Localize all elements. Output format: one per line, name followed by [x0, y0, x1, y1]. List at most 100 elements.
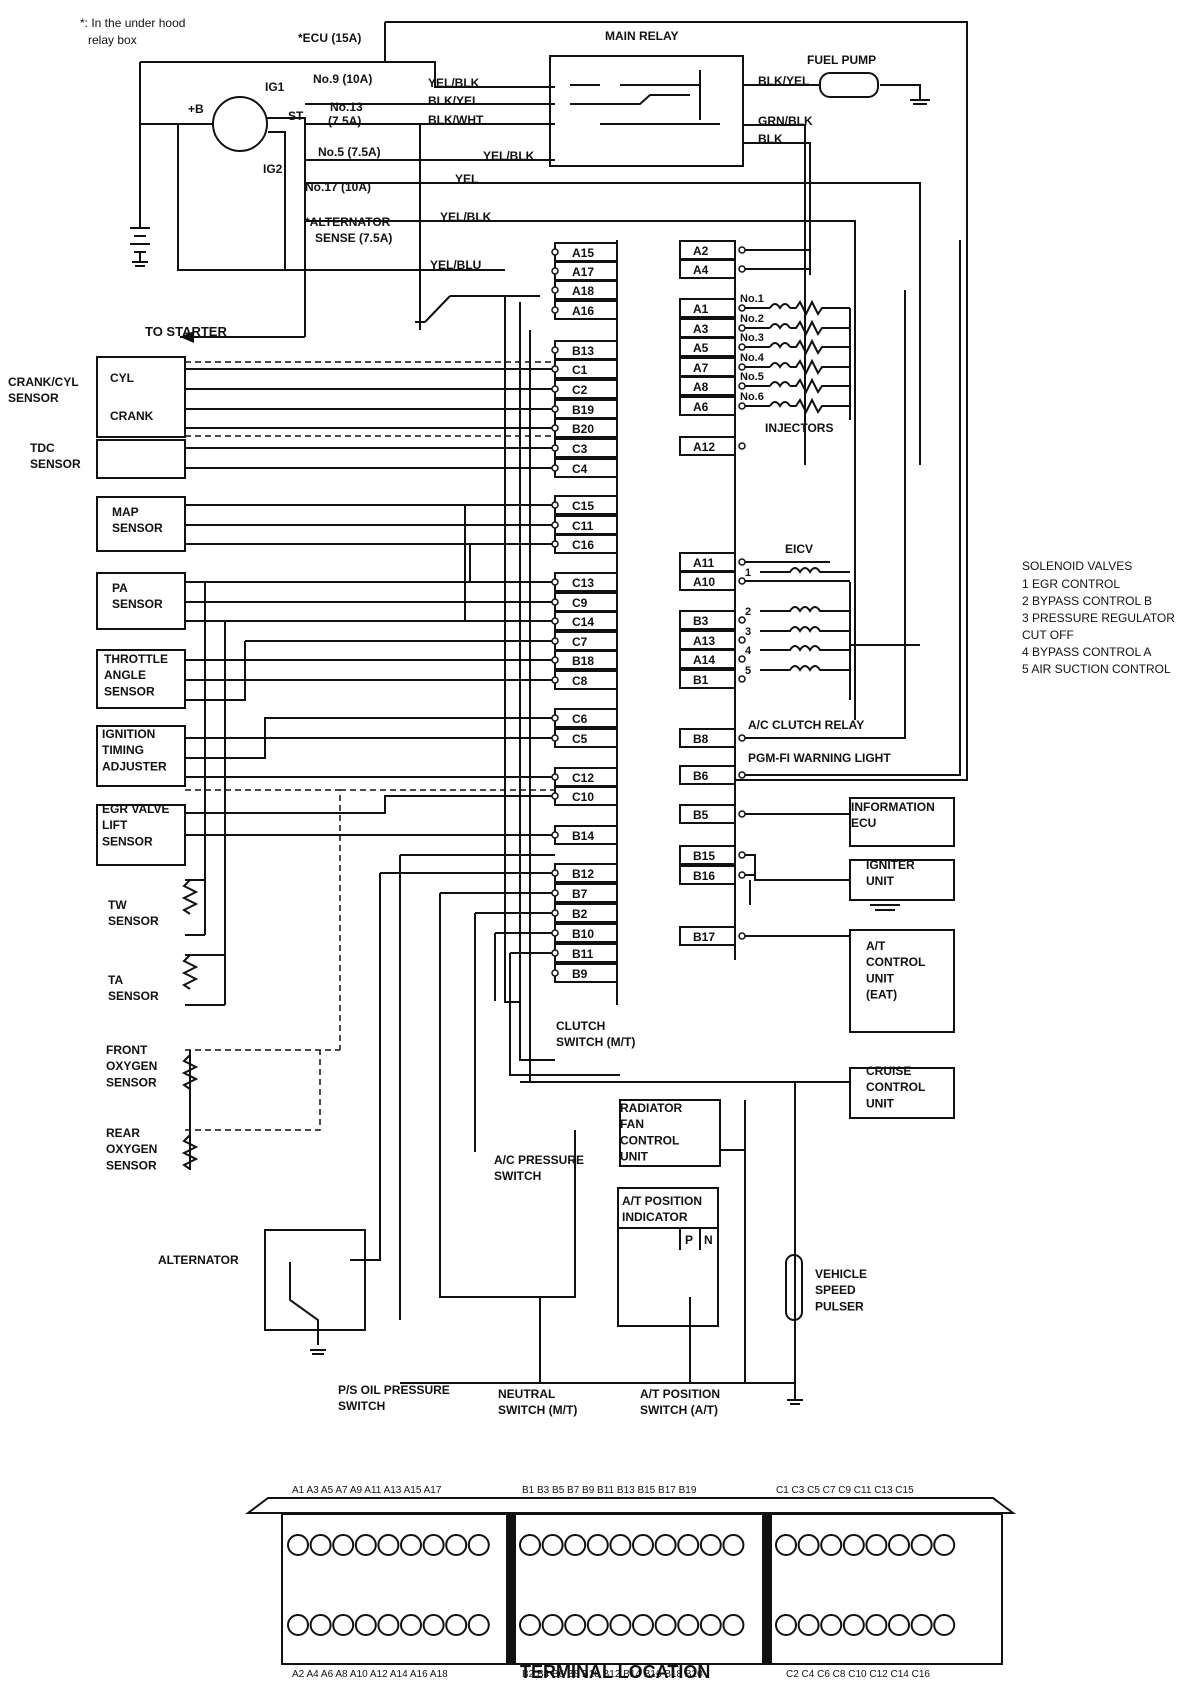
terminal-hole — [400, 1534, 422, 1556]
pin-terminal — [551, 306, 559, 314]
ecu-pin-label: A12 — [693, 440, 715, 454]
pin-terminal — [551, 578, 559, 586]
component-label: UNIT — [866, 874, 895, 888]
component-label: SENSOR — [106, 1075, 157, 1089]
component-label: EGR VALVE — [102, 802, 170, 816]
terminal-hole — [609, 1614, 632, 1636]
ecu-pin-label: C8 — [572, 674, 588, 688]
at-position-indicator-box — [617, 1187, 719, 1327]
fuse-label: No.13 — [330, 100, 363, 114]
pin-terminal — [551, 385, 559, 393]
ecu-pin-label: B3 — [693, 614, 709, 628]
injector-label: No.6 — [740, 391, 764, 403]
ecu-pin-label: C4 — [572, 462, 588, 476]
terminal-hole — [933, 1534, 956, 1556]
terminal-hole — [632, 1534, 654, 1556]
component-label: TW — [108, 898, 127, 912]
pin-terminal — [738, 871, 746, 879]
ecu-pin-label: B10 — [572, 927, 594, 941]
ecu-pin-box — [679, 337, 736, 357]
terminal-hole — [287, 1614, 309, 1636]
pin-terminal — [551, 656, 559, 664]
injector-coil-icon — [769, 303, 791, 310]
terminal-hole — [888, 1614, 910, 1636]
pin-terminal — [738, 402, 746, 410]
pin-terminal — [551, 734, 559, 742]
ecu-pin-label: A3 — [693, 322, 709, 336]
pin-terminal — [551, 831, 559, 839]
switch-label: P/S OIL PRESSURE — [338, 1383, 450, 1397]
terminal-hole — [377, 1534, 400, 1556]
terminal-connector-outline — [281, 1513, 1003, 1665]
fuse-label: No.5 (7.5A) — [318, 145, 381, 159]
diagram-labels: *ECU (15A)No.9 (10A)No.13(7.5A)No.5 (7.5… — [8, 31, 935, 1417]
st-label: ST — [288, 109, 304, 123]
ignition-switch — [212, 96, 268, 152]
fuse-label: *ECU (15A) — [298, 31, 361, 45]
switch-label: SWITCH — [494, 1169, 541, 1183]
pin-terminal — [551, 521, 559, 529]
component-label: SENSOR — [106, 1158, 157, 1172]
terminal-hole — [632, 1614, 654, 1636]
component-label: FAN — [620, 1117, 644, 1131]
wire-color-label: YEL/BLK — [440, 210, 492, 224]
plus-b-label: +B — [188, 102, 204, 116]
wire-color-label: BLK/YEL — [758, 74, 809, 88]
injector-label: No.5 — [740, 371, 764, 383]
component-label: CONTROL — [866, 1080, 925, 1094]
terminal-hole — [519, 1534, 541, 1556]
pin-terminal — [551, 889, 559, 897]
terminal-hole — [842, 1614, 865, 1636]
terminal-hole — [654, 1614, 677, 1636]
wire-color-label: YEL/BLK — [483, 149, 535, 163]
terminal-hole — [309, 1614, 332, 1636]
component-label: ANGLE — [104, 668, 146, 682]
component-label: ADJUSTER — [102, 759, 167, 773]
ecu-left-pin-column: A15A17A18A16B13C1C2B19B20C3C4C15C11C16C1… — [551, 242, 618, 983]
terminal-hole — [722, 1534, 745, 1556]
wiring-lines — [96, 21, 1016, 1665]
ecu-pin-box — [679, 396, 736, 416]
pin-terminal — [551, 365, 559, 373]
injector-coil-icon — [769, 381, 791, 388]
ecu-pin-label: A13 — [693, 634, 715, 648]
ecu-pin-label: C12 — [572, 771, 594, 785]
pin-terminal — [551, 869, 559, 877]
terminal-hole — [722, 1614, 745, 1636]
ecu-pin-label: A15 — [572, 246, 594, 260]
solenoid-coil-icon — [760, 567, 850, 574]
component-label: IGNITER — [866, 858, 915, 872]
ecu-pin-label: B20 — [572, 422, 594, 436]
terminal-hole — [933, 1614, 956, 1636]
terminal-hole — [677, 1614, 700, 1636]
terminal-hole — [332, 1614, 355, 1636]
wire-color-label: BLK/WHT — [428, 113, 484, 127]
note-under-hood-line2: relay box — [88, 33, 137, 47]
pin-terminal — [551, 637, 559, 645]
pin-terminal — [551, 909, 559, 917]
component-label: CRUISE — [866, 1064, 911, 1078]
wire-color-label: YEL/BLK — [428, 76, 480, 90]
ecu-pin-box — [679, 804, 736, 824]
component-label: UNIT — [866, 1096, 895, 1110]
terminal-hole — [699, 1534, 722, 1556]
solenoid-legend-item: CUT OFF — [1022, 628, 1074, 642]
injector-coil-icon — [769, 342, 791, 349]
pin-terminal — [551, 540, 559, 548]
switch-label: SWITCH (M/T) — [556, 1035, 635, 1049]
ecu-pin-box — [679, 610, 736, 630]
wire-color-label: YEL — [455, 172, 478, 186]
component-label: INFORMATION — [851, 800, 935, 814]
terminal-hole — [445, 1534, 468, 1556]
tw-sensor-thermistor-icon — [181, 879, 199, 915]
component-label: SENSOR — [108, 989, 159, 1003]
terminal-hole — [609, 1534, 632, 1556]
fuse-label: SENSE (7.5A) — [315, 231, 392, 245]
terminal-hole — [541, 1614, 564, 1636]
wire-color-label: BLK/YEL — [428, 94, 479, 108]
pin-terminal — [738, 616, 746, 624]
component-label: SENSOR — [112, 521, 163, 535]
pin-terminal — [551, 286, 559, 294]
pin-terminal — [551, 969, 559, 977]
